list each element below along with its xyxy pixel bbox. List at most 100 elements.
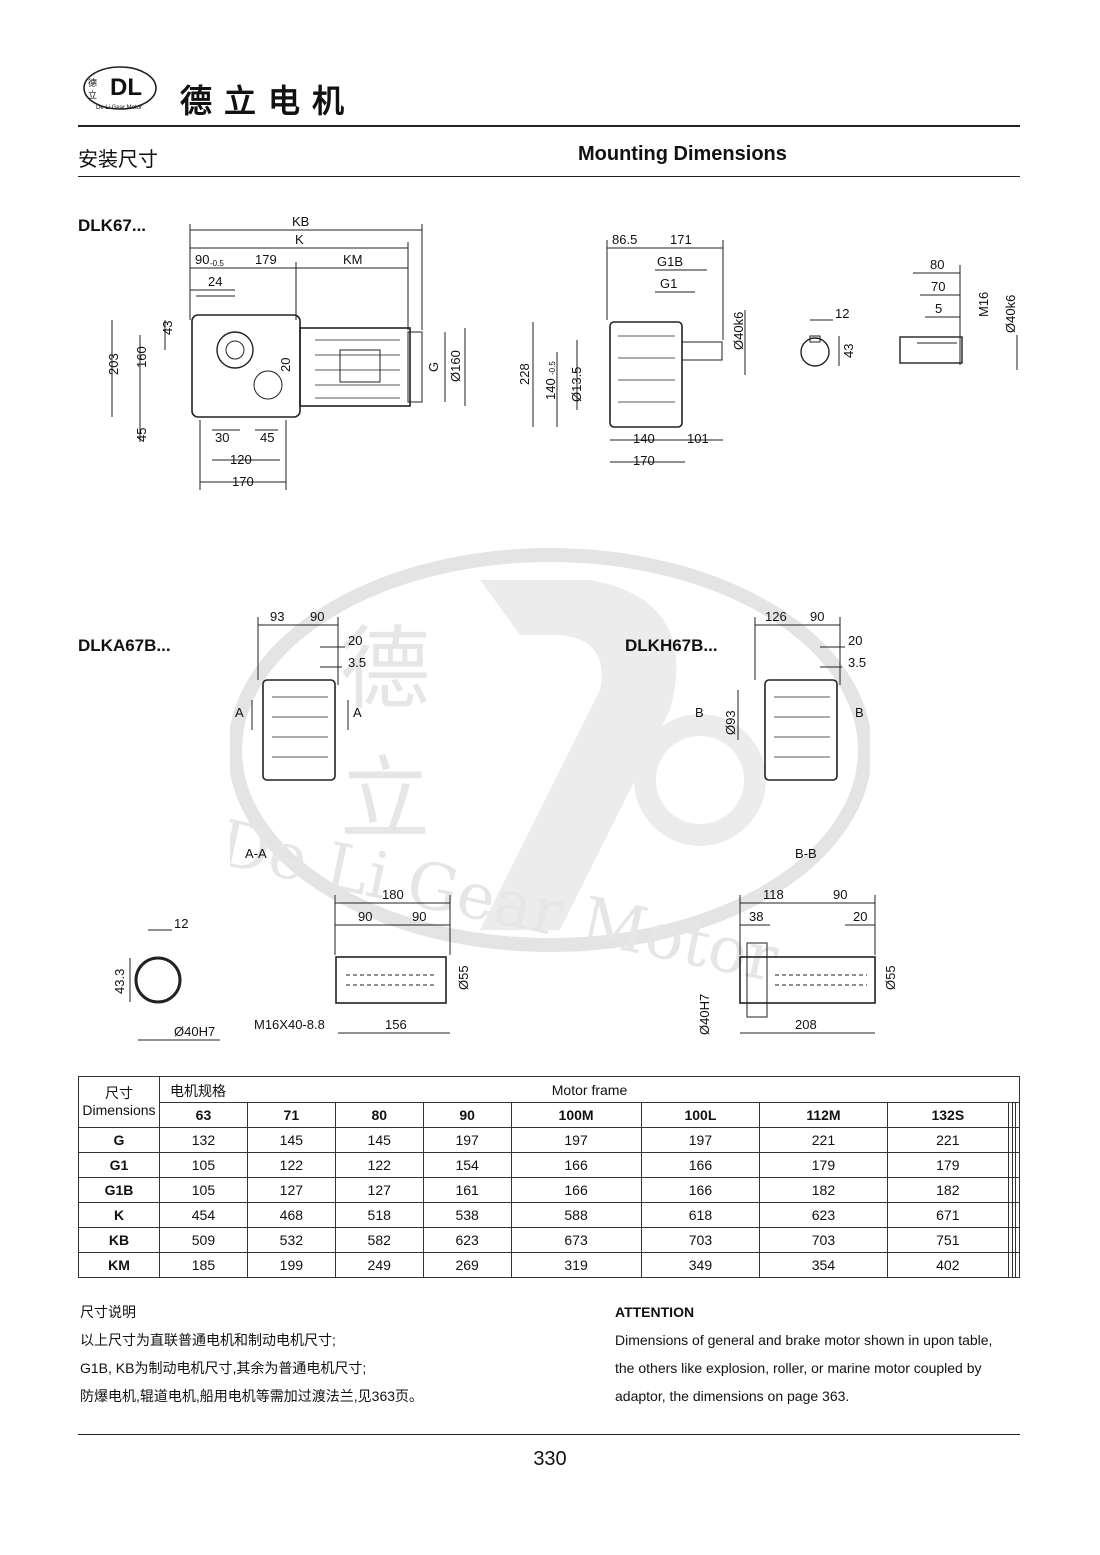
dim-90g: 90 <box>833 887 847 902</box>
table-cell: 197 <box>640 1127 761 1153</box>
company-logo: DL 德 立 De Li Gear Motor <box>82 64 160 117</box>
table-cell: 468 <box>246 1202 336 1228</box>
bore-section-drawing: 12 43.3 Ø40H7 <box>112 916 220 1041</box>
notes-en: ATTENTION Dimensions of general and brak… <box>615 1298 1025 1410</box>
dim-3-5b: 3.5 <box>848 655 866 670</box>
table-cell: 454 <box>159 1202 248 1228</box>
dim-20d: 20 <box>853 909 867 924</box>
shaft-key-drawing: 12 43 <box>800 306 856 367</box>
table-cell: 582 <box>334 1227 424 1253</box>
dim-156: 156 <box>385 1017 407 1032</box>
notes-cn-line3: 防爆电机,辊道电机,船用电机等需加过渡法兰,见363页。 <box>80 1388 424 1404</box>
dim-g1: G1 <box>660 276 677 291</box>
notes-cn-title: 尺寸说明 <box>80 1304 136 1320</box>
table-col-header: 80 <box>334 1102 424 1128</box>
section-a-right: A <box>353 705 362 720</box>
model-dlka: DLKA67B... <box>78 636 171 655</box>
dim-90-tolerance: -0.5 <box>210 259 224 268</box>
section-aa-label: A-A <box>245 846 267 861</box>
dim-126: 126 <box>765 609 787 624</box>
dim-86-5: 86.5 <box>612 232 637 247</box>
table-cell: 145 <box>334 1127 424 1153</box>
dim-45b: 45 <box>260 430 274 445</box>
dim-90e: 90 <box>358 909 372 924</box>
logo-letters: DL <box>110 74 142 101</box>
dim-g1b: G1B <box>657 254 683 269</box>
table-cell: 161 <box>422 1177 512 1203</box>
table-cell: 588 <box>510 1202 642 1228</box>
table-col-header: 100L <box>640 1102 761 1128</box>
section-rule <box>78 176 1020 177</box>
notes-cn: 尺寸说明 以上尺寸为直联普通电机和制动电机尺寸; G1B, KB为制动电机尺寸,… <box>80 1298 423 1410</box>
table-cell: 105 <box>159 1177 248 1203</box>
table-cell: 532 <box>246 1227 336 1253</box>
table-row-header: KM <box>78 1252 160 1278</box>
dim-12: 12 <box>835 306 849 321</box>
section-b-left: B <box>695 705 704 720</box>
dim-90d: 90 <box>810 609 824 624</box>
dim-phi40k6b: Ø40k6 <box>1003 295 1018 333</box>
table-cell: 671 <box>886 1202 1010 1228</box>
section-b-right: B <box>855 705 864 720</box>
table-cell: 197 <box>422 1127 512 1153</box>
dim-phi13-5: Ø13.5 <box>569 367 584 402</box>
table-cell: 538 <box>422 1202 512 1228</box>
dim-228: 228 <box>517 363 532 385</box>
dim-24: 24 <box>208 274 222 289</box>
table-cell: 179 <box>886 1152 1010 1178</box>
table-frame-cn: 电机规格 <box>170 1083 226 1099</box>
table-col-header: 71 <box>246 1102 336 1128</box>
dim-179: 179 <box>255 252 277 267</box>
table-cell: 166 <box>640 1177 761 1203</box>
dim-45: 45 <box>134 428 149 442</box>
brand-name: 德立电机 <box>180 82 357 120</box>
dim-70: 70 <box>931 279 945 294</box>
dim-phi55b: Ø55 <box>883 965 898 990</box>
watermark: 德 立 De Li Gear Motor <box>212 540 872 1005</box>
dim-43: 43 <box>160 321 175 335</box>
table-cell: 518 <box>334 1202 424 1228</box>
dim-101: 101 <box>687 431 709 446</box>
model-dlkh: DLKH67B... <box>625 636 718 655</box>
table-frame-header: 电机规格 Motor frame <box>159 1076 1020 1103</box>
table-col-header: 63 <box>159 1102 248 1128</box>
table-row-header: G <box>78 1127 160 1153</box>
dim-170b: 170 <box>633 453 655 468</box>
table-col-header: 90 <box>422 1102 512 1128</box>
notes-en-line3: adaptor, the dimensions on page 363. <box>615 1388 850 1404</box>
table-frame-en: Motor frame <box>551 1081 628 1098</box>
table-cell: 182 <box>886 1177 1010 1203</box>
dim-m16x40: M16X40-8.8 <box>254 1017 325 1032</box>
section-title-cn: 安装尺寸 <box>78 149 158 171</box>
dim-kb: KB <box>292 214 309 229</box>
table-cell: 349 <box>640 1252 761 1278</box>
dim-phi40h7: Ø40H7 <box>174 1024 215 1039</box>
table-cell: 703 <box>759 1227 888 1253</box>
section-title-en: Mounting Dimensions <box>578 143 787 165</box>
dim-140: 140 <box>543 378 558 400</box>
notes-en-line2: the others like explosion, roller, or ma… <box>615 1360 982 1376</box>
logo-cn-2: 立 <box>88 89 97 100</box>
table-cell: 145 <box>246 1127 336 1153</box>
table-cell: 166 <box>510 1152 642 1178</box>
table-cell: 269 <box>422 1252 512 1278</box>
dim-5: 5 <box>935 301 942 316</box>
dim-208: 208 <box>795 1017 817 1032</box>
table-cell: 105 <box>159 1152 248 1178</box>
table-cell: 132 <box>159 1127 248 1153</box>
table-cell <box>1015 1127 1020 1153</box>
dlkh-drawing: 126 90 20 3.5 B Ø93 B <box>695 609 866 781</box>
table-cell: 182 <box>759 1177 888 1203</box>
dim-m16: M16 <box>976 292 991 317</box>
shaft-end-drawing: 80 70 5 M16 Ø40k6 <box>899 257 1018 370</box>
table-col-header <box>1015 1102 1020 1128</box>
dim-20b: 20 <box>348 633 362 648</box>
dim-180: 180 <box>382 887 404 902</box>
dim-g: G <box>426 362 441 372</box>
table-corner-cn: 尺寸 <box>105 1085 133 1101</box>
dim-120: 120 <box>230 452 252 467</box>
table-cell: 197 <box>510 1127 642 1153</box>
section-a-left: A <box>235 705 244 720</box>
